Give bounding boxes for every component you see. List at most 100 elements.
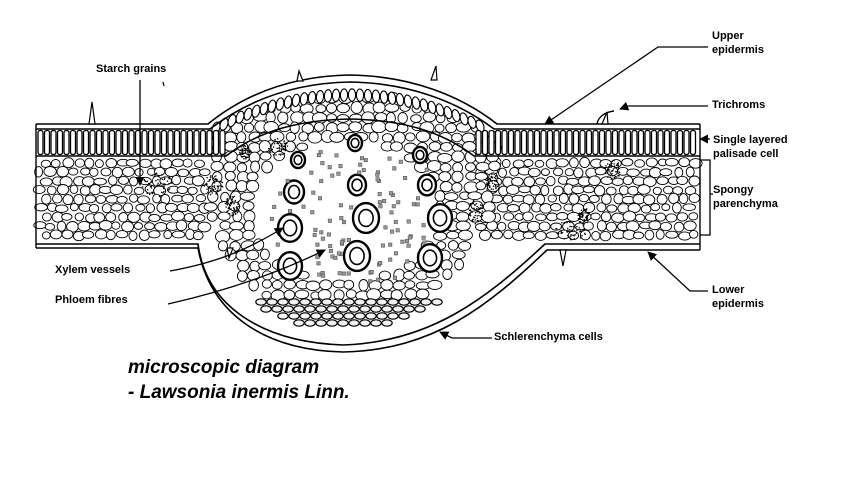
starch-grain [555, 227, 557, 230]
spongy-cell [523, 176, 536, 188]
phloem-fibre [309, 170, 314, 175]
spongy-cell [79, 185, 91, 196]
starch-grain [155, 172, 158, 175]
spongy-cell [627, 185, 639, 196]
starch-grain [154, 173, 157, 176]
spongy-cell [152, 193, 162, 204]
starch-grain [225, 206, 227, 208]
starch-grain [155, 179, 157, 182]
spongy-cell [506, 204, 520, 213]
starch-grain [148, 193, 151, 196]
starch-grain [270, 149, 272, 152]
trichome [296, 68, 304, 82]
phloem-fibre [317, 272, 322, 277]
sclerenchyma-cell [293, 305, 305, 313]
starch-grain [478, 211, 481, 214]
spongy-cell [582, 202, 596, 213]
phloem-fibre [415, 196, 420, 201]
midrib-parenchyma-cell [465, 162, 476, 172]
starch-grain [239, 153, 241, 155]
starch-grain [163, 178, 166, 180]
starch-grain [575, 232, 578, 234]
starch-grain [573, 230, 576, 232]
spongy-cell [159, 213, 174, 222]
spongy-cell [682, 203, 696, 212]
starch-grain [217, 185, 220, 187]
palisade-cell [56, 129, 64, 156]
xylem-vessel-lumen [350, 137, 360, 149]
midrib-epidermal-cell [251, 104, 261, 118]
starch-grain [275, 154, 277, 156]
spongy-cell [547, 194, 557, 203]
spongy-cell [676, 212, 689, 222]
starch-grain [580, 212, 583, 214]
spongy-cell [642, 176, 657, 188]
spongy-cell [61, 213, 73, 221]
starch-grain [583, 219, 586, 221]
starch-grain [607, 166, 610, 168]
starch-grain [239, 151, 241, 154]
starch-grain [472, 202, 474, 205]
starch-grain [581, 222, 584, 224]
spongy-cell [68, 167, 79, 176]
starch-grain [497, 184, 499, 186]
spongy-cell [689, 229, 699, 239]
phloem-fibre [319, 179, 324, 184]
starch-grain [476, 205, 478, 208]
starch-grain [211, 192, 213, 194]
spongy-cell [502, 194, 514, 204]
spongy-cell [506, 184, 520, 195]
starch-grain [494, 184, 497, 186]
starch-grain [576, 225, 578, 228]
starch-grain [278, 153, 280, 156]
starch-grain [283, 152, 286, 155]
spongy-cell [95, 194, 107, 204]
starch-grain [613, 163, 615, 165]
phloem-fibre [375, 172, 380, 177]
midrib-parenchyma-cell [336, 122, 350, 133]
spongy-cell [678, 157, 691, 168]
midrib-epidermal-cell [363, 88, 373, 103]
phloem-fibre [357, 170, 362, 175]
sclerenchyma-cell [398, 298, 410, 306]
starch-grain [577, 212, 580, 215]
starch-grain [477, 209, 480, 211]
phloem-fibre [422, 240, 427, 245]
starch-grain [492, 185, 495, 187]
palisade-cell [501, 129, 508, 156]
palisade-cell [605, 129, 612, 156]
starch-grain [242, 156, 244, 158]
spongy-cell [181, 193, 194, 204]
spongy-cell [685, 166, 695, 178]
phloem-fibre [369, 269, 374, 274]
starch-grain [556, 232, 559, 235]
starch-grain [282, 147, 285, 150]
spongy-cell [192, 231, 204, 241]
phloem-fibre [317, 196, 322, 201]
spongy-cell [191, 175, 205, 187]
midrib-parenchyma-cell [410, 114, 422, 123]
starch-grain [231, 212, 234, 214]
starch-grain [273, 140, 276, 142]
leader-schlerenchyma [439, 331, 492, 340]
midrib-parenchyma-cell [219, 220, 232, 230]
midrib-epidermal-cell [459, 112, 469, 126]
spongy-cell [50, 159, 61, 168]
phloem-fibre [285, 178, 290, 183]
starch-grain [150, 185, 153, 188]
phloem-fibre [315, 242, 320, 247]
sclerenchyma-cell [414, 305, 426, 313]
sclerenchyma-cell [348, 305, 360, 313]
starch-grain [585, 211, 588, 214]
starch-grain [569, 225, 571, 228]
xylem-vessel-lumen [282, 219, 298, 237]
spongy-cell [596, 202, 607, 213]
spongy-cell [116, 195, 128, 204]
sclerenchyma-cell [266, 298, 278, 306]
sclerenchyma-cell [304, 305, 316, 313]
spongy-cell [606, 186, 617, 196]
palisade-cell [663, 129, 671, 156]
spongy-cell [594, 167, 607, 176]
midrib-parenchyma-cell [447, 240, 459, 251]
starch-grain [481, 210, 484, 212]
